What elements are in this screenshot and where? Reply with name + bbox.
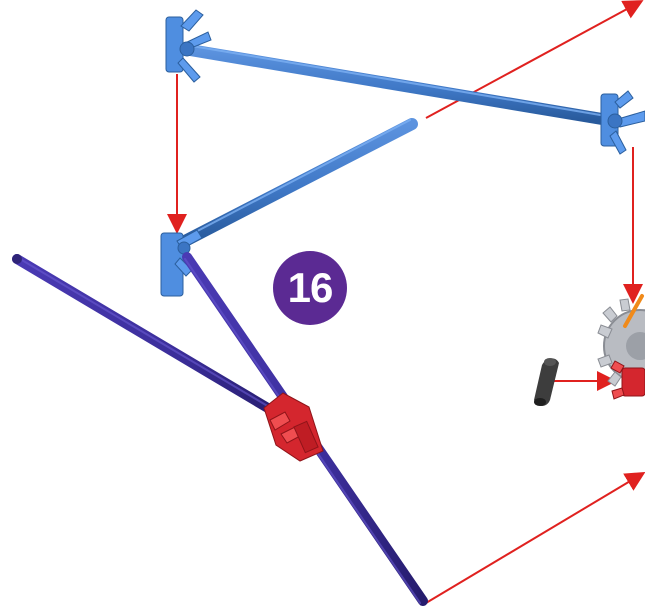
red-connector-icon <box>263 392 324 462</box>
dark-spacer-icon <box>534 358 559 406</box>
purple-rod-icon <box>12 254 288 422</box>
step-number-badge: 16 <box>273 251 347 325</box>
orange-rod-icon <box>623 294 644 328</box>
red-connector-icon <box>610 360 645 400</box>
step-number: 16 <box>287 264 334 311</box>
blue-rod-icon <box>177 118 418 248</box>
blue-rod-icon <box>184 44 620 127</box>
blue-connector-icon <box>600 90 645 155</box>
assembly-arrow-icon <box>425 471 645 604</box>
blue-connector-icon <box>165 9 212 83</box>
